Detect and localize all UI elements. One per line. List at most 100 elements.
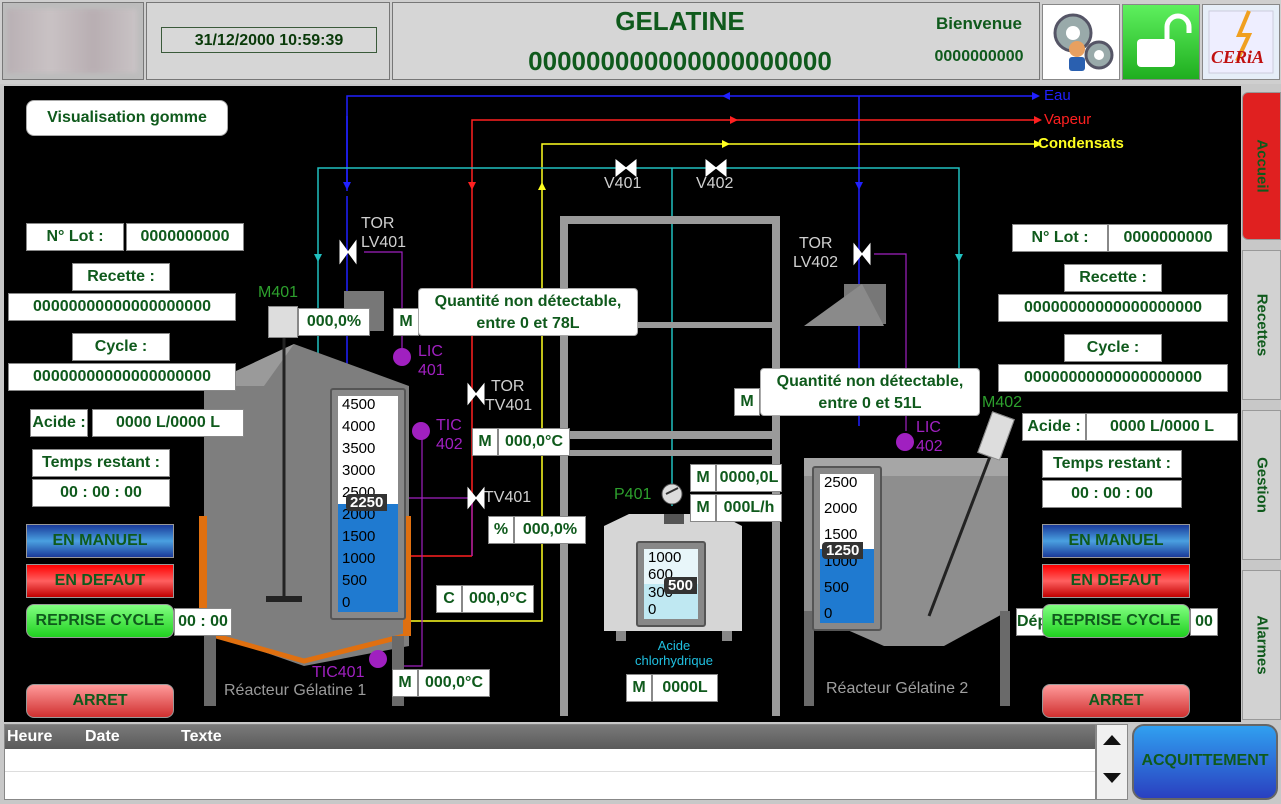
r1-quantity-line1: Quantité non détectable, [434, 293, 622, 310]
padlock-open-icon [1137, 13, 1192, 67]
acid-gauge-tick: 0 [648, 601, 657, 618]
r1-gauge-tick: 4000 [342, 418, 376, 435]
water-line-label: Eau [1044, 87, 1071, 104]
acknowledge-button[interactable]: ACQUITTEMENT [1132, 724, 1278, 800]
column-date[interactable]: Date [85, 728, 120, 745]
r1-tv401-mode[interactable]: % [488, 516, 514, 544]
valve-v402-label: V402 [696, 175, 734, 192]
r2-resume-timer: 00 [1190, 608, 1218, 636]
r2-lic-tag1: LIC [916, 419, 941, 436]
tab-alarmes-label: Alarmes [1253, 615, 1270, 675]
r2-manual-button[interactable]: EN MANUEL [1042, 524, 1190, 558]
alarm-table-header: Heure Date Texte [5, 725, 1095, 749]
datetime-display: 31/12/2000 10:59:39 [161, 27, 377, 53]
r1-acid-value: 0000 L/0000 L [92, 409, 244, 437]
r1-cycle-value: 00000000000000000000 [8, 363, 236, 391]
r2-acid-label: Acide : [1022, 413, 1086, 441]
tab-alarmes[interactable]: Alarmes [1242, 570, 1281, 720]
r2-recipe-label: Recette : [1064, 264, 1162, 292]
r1-temp401-value: 000,0°C [418, 669, 490, 697]
r1-stop-button[interactable]: ARRET [26, 684, 174, 718]
gears-icon [1053, 13, 1114, 71]
r1-motor-speed: 000,0% [298, 308, 370, 336]
ceria-logo-button[interactable]: CERiA [1202, 4, 1280, 80]
title-panel [392, 2, 1040, 80]
r1-motor-label: M401 [258, 284, 299, 301]
alarm-scrollbar[interactable] [1096, 724, 1128, 800]
valve-lv402-label: LV402 [793, 254, 839, 271]
r1-temp402-value: 000,0°C [498, 428, 570, 456]
alarm-table[interactable]: Heure Date Texte [4, 724, 1096, 800]
valve-tv401-label: TV401 [484, 489, 532, 506]
r1-cycle-label: Cycle : [72, 333, 170, 361]
r2-recipe-value: 00000000000000000000 [998, 294, 1228, 322]
r1-manual-button[interactable]: EN MANUEL [26, 524, 174, 558]
r2-gauge-tick: 2000 [824, 500, 858, 518]
r2-resume-cycle-button[interactable]: REPRISE CYCLE [1042, 604, 1190, 638]
r1-resume-timer: 00 : 00 [174, 608, 232, 636]
r1-lot-label: N° Lot : [26, 223, 124, 251]
acid-gauge-tick: 1000 [648, 549, 682, 566]
user-id: 0000000000 [934, 48, 1024, 65]
valve-lv401-tor-label: TOR [361, 215, 395, 232]
r1-temp402-mode[interactable]: M [472, 428, 498, 456]
acid-qty-value: 0000L [652, 674, 718, 702]
tab-accueil-label: Accueil [1253, 139, 1270, 193]
r2-acid-value: 0000 L/0000 L [1086, 413, 1238, 441]
r2-gauge-value: 1250 [822, 542, 864, 559]
r2-quantity-message: Quantité non détectable, entre 0 et 51L [760, 368, 980, 416]
r1-gauge-fill [338, 504, 398, 612]
column-heure[interactable]: Heure [7, 728, 53, 745]
r2-lot-label: N° Lot : [1012, 224, 1108, 252]
r1-resume-cycle-button[interactable]: REPRISE CYCLE [26, 604, 174, 638]
tab-gestion[interactable]: Gestion [1242, 410, 1281, 560]
r1-temp401-mode[interactable]: M [392, 669, 418, 697]
tab-recettes-label: Recettes [1253, 293, 1270, 357]
r1-tic402-tag2: 402 [436, 436, 463, 453]
column-texte[interactable]: Texte [181, 728, 222, 745]
svg-text:CERiA: CERiA [1211, 47, 1264, 67]
r2-resume-prefix: Dép [1016, 608, 1046, 636]
r1-acid-label: Acide : [30, 409, 88, 437]
r1-tv401-value: 000,0% [514, 516, 586, 544]
header-logo-blurred [2, 2, 144, 80]
r1-setpoint-value: 000,0°C [462, 585, 534, 613]
acid-tank-name-line2: chlorhydrique [634, 653, 714, 668]
r1-recipe-label: Recette : [72, 263, 170, 291]
r2-quantity-line1: Quantité non détectable, [776, 373, 964, 390]
r2-stop-button[interactable]: ARRET [1042, 684, 1190, 718]
r1-setpoint-mode[interactable]: C [436, 585, 462, 613]
r2-cycle-label: Cycle : [1064, 334, 1162, 362]
tab-gestion-label: Gestion [1253, 457, 1270, 513]
view-gomme-button[interactable]: Visualisation gomme [26, 100, 228, 136]
ceria-logo-icon: CERiA [1208, 10, 1274, 74]
r2-time-value: 00 : 00 : 00 [1042, 480, 1182, 508]
acid-flow-total-value: 0000,0L [716, 464, 782, 492]
acid-gauge-value: 500 [664, 577, 698, 594]
tab-accueil[interactable]: Accueil [1242, 92, 1281, 240]
process-synoptic: Eau Vapeur Condensats V401 V402 TOR LV40… [4, 86, 1241, 722]
r1-time-value: 00 : 00 : 00 [32, 479, 170, 507]
r1-level-mode[interactable]: M [393, 308, 419, 336]
unlock-button[interactable] [1122, 4, 1200, 80]
steam-line-label: Vapeur [1044, 111, 1092, 128]
batch-code: 000000000000000000000 [528, 46, 832, 76]
r2-lot-value: 0000000000 [1108, 224, 1228, 252]
r1-tic401-tag: TIC401 [312, 664, 365, 681]
tab-recettes[interactable]: Recettes [1242, 250, 1281, 400]
r2-level-mode[interactable]: M [734, 388, 760, 416]
r1-gauge-tick: 4500 [342, 396, 376, 413]
r2-quantity-line2: entre 0 et 51L [818, 395, 922, 412]
condensate-line-label: Condensats [1038, 135, 1124, 152]
settings-gears-button[interactable] [1042, 4, 1120, 80]
acid-qty-mode[interactable]: M [626, 674, 652, 702]
r1-name: Réacteur Gélatine 1 [224, 682, 367, 699]
r1-fault-button[interactable]: EN DEFAUT [26, 564, 174, 598]
acid-flow-total-mode[interactable]: M [690, 464, 716, 492]
r2-gauge-tick: 1500 [824, 526, 858, 544]
pump-p401-label: P401 [614, 486, 652, 503]
r1-lic-tag2: 401 [418, 362, 445, 379]
r2-fault-button[interactable]: EN DEFAUT [1042, 564, 1190, 598]
acid-flow-rate-mode[interactable]: M [690, 494, 716, 522]
